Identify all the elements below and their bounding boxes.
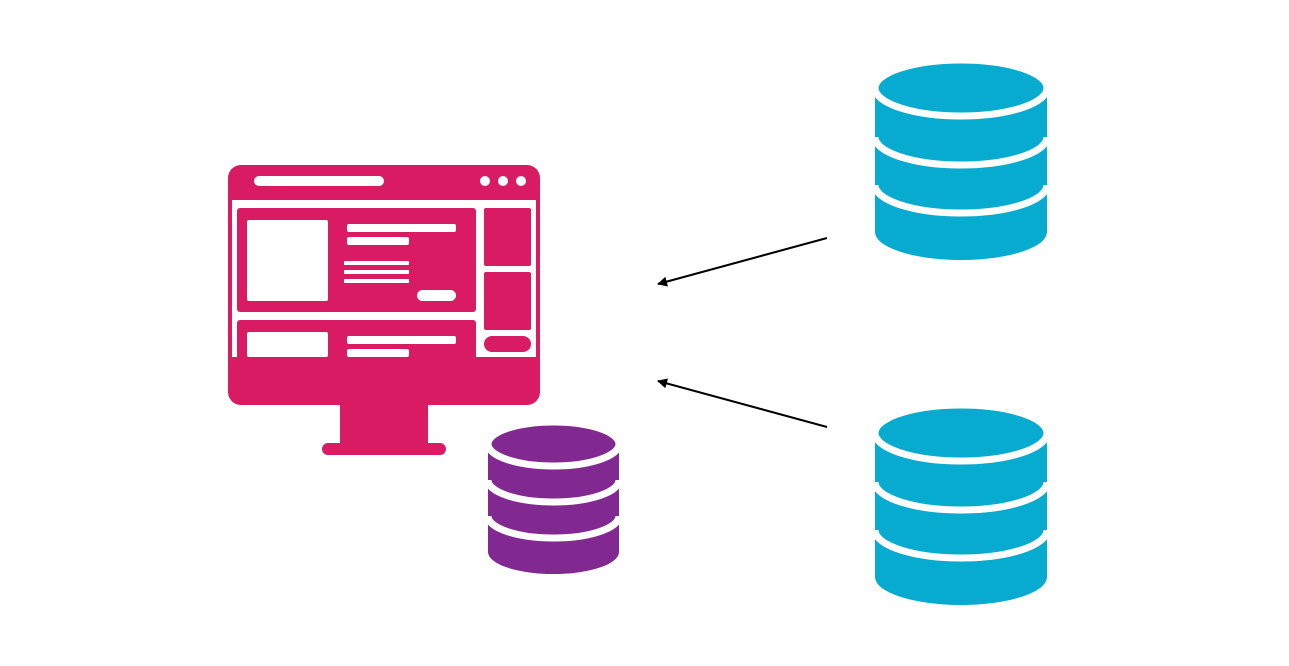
remote-database-icon-top (871, 56, 1051, 260)
database-top (871, 401, 1051, 465)
database-top (871, 56, 1051, 120)
database-top (484, 418, 623, 470)
local-database-icon (484, 418, 623, 574)
arrow-icon-from-bottom-database (657, 378, 828, 428)
monitor-icon (228, 165, 540, 455)
remote-database-icon-bottom (871, 401, 1051, 605)
arrow-icon-from-top-database (657, 237, 828, 287)
